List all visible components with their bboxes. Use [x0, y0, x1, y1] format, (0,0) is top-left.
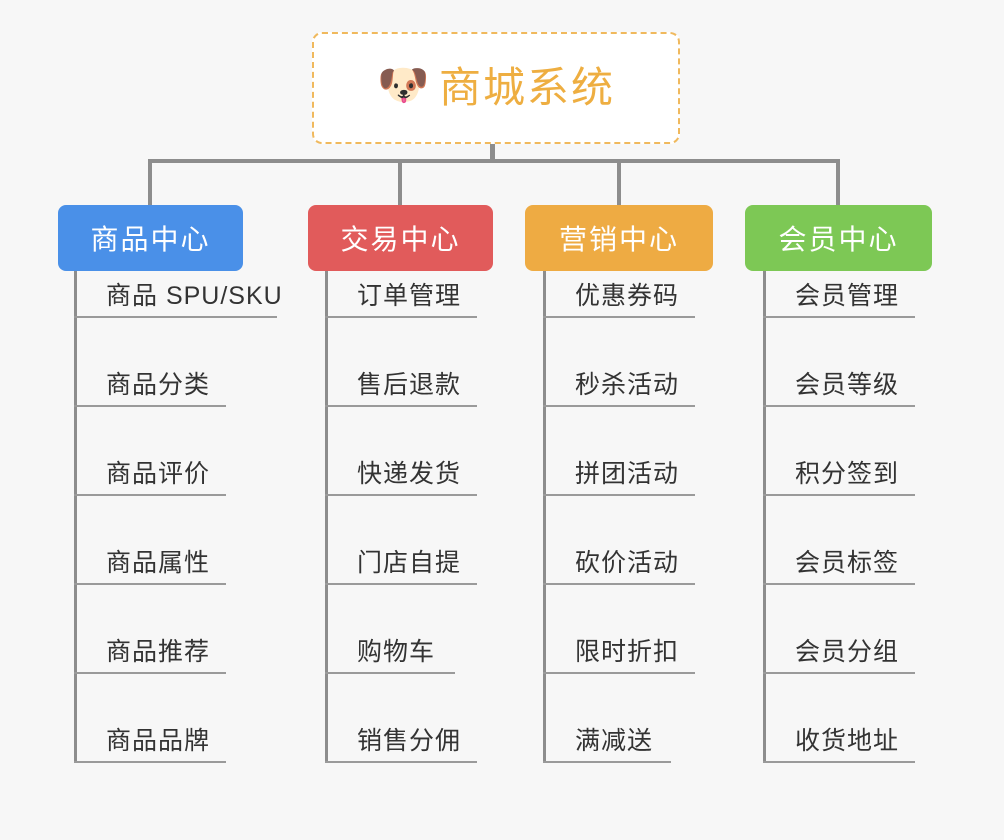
leaf-item[interactable]: 满减送 — [543, 717, 671, 763]
leaf-item[interactable]: 积分签到 — [763, 450, 915, 496]
leaf-item-label: 订单管理 — [357, 282, 462, 310]
leaf-item-label: 会员管理 — [795, 282, 900, 310]
leaf-item-underline — [763, 583, 915, 585]
leaf-item[interactable]: 秒杀活动 — [543, 361, 695, 407]
leaf-item-label: 商品品牌 — [106, 727, 211, 755]
leaf-item[interactable]: 商品属性 — [74, 539, 226, 585]
leaf-item-label: 拼团活动 — [575, 460, 680, 488]
leaf-item-underline — [543, 316, 695, 318]
leaf-item-underline — [74, 761, 226, 763]
leaf-item-label: 商品 SPU/SKU — [106, 282, 283, 310]
leaf-item-label: 限时折扣 — [575, 638, 680, 666]
leaf-item-underline — [74, 583, 226, 585]
column-spine-product-center — [74, 271, 77, 763]
root-node-title: 商城系统 — [438, 64, 615, 111]
connector-drop-member-center — [836, 159, 840, 207]
leaf-item-label: 销售分佣 — [357, 727, 462, 755]
leaf-item-label: 商品评价 — [106, 460, 211, 488]
leaf-item-underline — [763, 494, 915, 496]
leaf-item-underline — [763, 405, 915, 407]
leaf-item-underline — [543, 405, 695, 407]
leaf-item[interactable]: 商品评价 — [74, 450, 226, 496]
leaf-item[interactable]: 商品分类 — [74, 361, 226, 407]
leaf-item-label: 售后退款 — [357, 371, 462, 399]
column-spine-member-center — [763, 271, 766, 763]
leaf-item-label: 满减送 — [575, 727, 654, 755]
leaf-item-label: 会员分组 — [795, 638, 900, 666]
category-header-marketing-center[interactable]: 营销中心 — [525, 205, 713, 271]
root-node-mall-system[interactable]: 🐶 商城系统 — [312, 32, 680, 144]
leaf-item[interactable]: 商品推荐 — [74, 628, 226, 674]
leaf-item-underline — [74, 405, 226, 407]
leaf-item[interactable]: 会员分组 — [763, 628, 915, 674]
connector-drop-product-center — [148, 159, 152, 207]
leaf-item-label: 商品推荐 — [106, 638, 211, 666]
leaf-item-underline — [543, 583, 695, 585]
leaf-item-underline — [763, 761, 915, 763]
category-header-member-center[interactable]: 会员中心 — [745, 205, 932, 271]
connector-drop-trade-center — [398, 159, 402, 207]
leaf-item[interactable]: 限时折扣 — [543, 628, 695, 674]
leaf-item-label: 商品分类 — [106, 371, 211, 399]
leaf-item[interactable]: 商品 SPU/SKU — [74, 272, 282, 318]
leaf-item[interactable]: 售后退款 — [325, 361, 477, 407]
leaf-item[interactable]: 购物车 — [325, 628, 455, 674]
leaf-item[interactable]: 快递发货 — [325, 450, 477, 496]
leaf-item-label: 砍价活动 — [575, 549, 680, 577]
leaf-item-label: 秒杀活动 — [575, 371, 680, 399]
leaf-item-underline — [325, 405, 477, 407]
leaf-item-label: 购物车 — [357, 638, 436, 666]
leaf-item-label: 商品属性 — [106, 549, 211, 577]
leaf-item-underline — [763, 316, 915, 318]
leaf-item[interactable]: 会员标签 — [763, 539, 915, 585]
leaf-item-label: 优惠券码 — [575, 282, 680, 310]
leaf-item-label: 快递发货 — [357, 460, 462, 488]
leaf-item-underline — [325, 494, 477, 496]
leaf-item-underline — [74, 316, 277, 318]
connector-horizontal-bus — [150, 159, 840, 163]
leaf-item-underline — [325, 316, 477, 318]
connector-root-stem — [490, 144, 495, 162]
leaf-item[interactable]: 订单管理 — [325, 272, 477, 318]
leaf-item-label: 门店自提 — [357, 549, 462, 577]
connector-drop-marketing-center — [617, 159, 621, 207]
leaf-item-underline — [543, 494, 695, 496]
leaf-item[interactable]: 门店自提 — [325, 539, 477, 585]
leaf-item-underline — [74, 672, 226, 674]
shiba-dog-face-icon: 🐶 — [376, 61, 430, 108]
leaf-item-underline — [325, 761, 477, 763]
category-header-trade-center[interactable]: 交易中心 — [308, 205, 493, 271]
column-spine-trade-center — [325, 271, 328, 763]
leaf-item-underline — [325, 672, 455, 674]
leaf-item-label: 会员标签 — [795, 549, 900, 577]
leaf-item[interactable]: 砍价活动 — [543, 539, 695, 585]
leaf-item-label: 积分签到 — [795, 460, 900, 488]
leaf-item[interactable]: 收货地址 — [763, 717, 915, 763]
leaf-item-underline — [543, 761, 671, 763]
leaf-item-label: 收货地址 — [795, 727, 900, 755]
leaf-item[interactable]: 会员等级 — [763, 361, 915, 407]
column-spine-marketing-center — [543, 271, 546, 763]
category-header-product-center[interactable]: 商品中心 — [58, 205, 243, 271]
leaf-item[interactable]: 优惠券码 — [543, 272, 695, 318]
leaf-item-underline — [325, 583, 477, 585]
leaf-item[interactable]: 会员管理 — [763, 272, 915, 318]
leaf-item-label: 会员等级 — [795, 371, 900, 399]
leaf-item[interactable]: 销售分佣 — [325, 717, 477, 763]
leaf-item[interactable]: 商品品牌 — [74, 717, 226, 763]
leaf-item-underline — [543, 672, 695, 674]
leaf-item-underline — [74, 494, 226, 496]
leaf-item[interactable]: 拼团活动 — [543, 450, 695, 496]
leaf-item-underline — [763, 672, 915, 674]
